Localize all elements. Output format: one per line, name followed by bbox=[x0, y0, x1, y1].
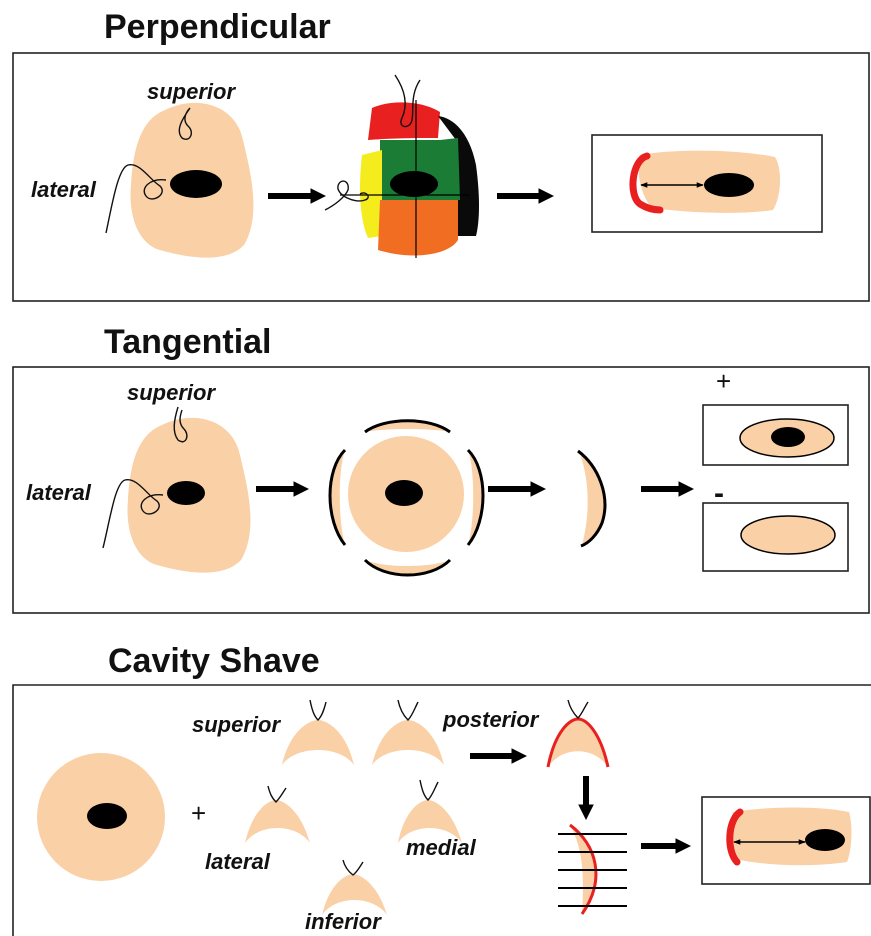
tumor-at-margin bbox=[771, 427, 805, 447]
crescent-shave bbox=[372, 720, 444, 765]
suture bbox=[568, 700, 588, 718]
label-medial: medial bbox=[406, 835, 477, 860]
tangential-section: Tangential superior lateral bbox=[13, 323, 869, 613]
specimen-oriented bbox=[103, 407, 250, 573]
crescent-shave bbox=[548, 720, 608, 767]
shave-cap-bottom bbox=[365, 560, 450, 574]
tumor bbox=[385, 480, 423, 506]
sectioned-shave bbox=[558, 825, 627, 914]
tumor bbox=[390, 171, 438, 197]
label-posterior: posterior bbox=[442, 707, 540, 732]
tangential-title: Tangential bbox=[104, 323, 272, 361]
suture bbox=[310, 700, 326, 720]
shave-medial bbox=[398, 780, 462, 843]
label-superior: superior bbox=[147, 79, 236, 104]
ink-superior-red bbox=[368, 102, 440, 140]
cavity-shave-section: Cavity Shave + superior posterior latera bbox=[13, 642, 871, 936]
negative-sign: - bbox=[714, 477, 724, 510]
perpendicular-section: Perpendicular superior lateral bbox=[13, 8, 869, 301]
tumor bbox=[170, 170, 222, 198]
tumor bbox=[704, 173, 754, 197]
label-superior: superior bbox=[192, 712, 281, 737]
positive-sign: + bbox=[716, 366, 731, 396]
label-superior: superior bbox=[127, 380, 216, 405]
crescent-shave bbox=[282, 720, 354, 765]
suture bbox=[420, 780, 438, 800]
tissue-section bbox=[741, 516, 835, 554]
label-lateral: lateral bbox=[26, 480, 92, 505]
suture bbox=[343, 860, 363, 875]
shave-inferior bbox=[322, 860, 387, 915]
tumor bbox=[167, 481, 205, 505]
label-inferior: inferior bbox=[305, 909, 382, 934]
label-lateral: lateral bbox=[31, 177, 97, 202]
suture bbox=[268, 786, 286, 802]
shave-lateral bbox=[245, 786, 310, 843]
suture bbox=[398, 700, 418, 720]
crescent-shave bbox=[245, 800, 310, 843]
plus-sign: + bbox=[191, 798, 206, 828]
tumor bbox=[87, 803, 127, 829]
label-lateral: lateral bbox=[205, 849, 271, 874]
ink-inferior-orange bbox=[378, 200, 458, 255]
cavity-shave-title: Cavity Shave bbox=[108, 642, 320, 680]
ink-lateral-yellow bbox=[360, 150, 382, 238]
shave-superior-1 bbox=[282, 700, 354, 765]
shave-superior-2 bbox=[372, 700, 444, 765]
specimen-oriented bbox=[106, 103, 253, 258]
tumor bbox=[805, 829, 845, 851]
specimen-shaved bbox=[330, 421, 483, 575]
shave-posterior-inked bbox=[548, 700, 608, 767]
specimen-inked bbox=[325, 75, 479, 258]
perpendicular-title: Perpendicular bbox=[104, 8, 331, 46]
